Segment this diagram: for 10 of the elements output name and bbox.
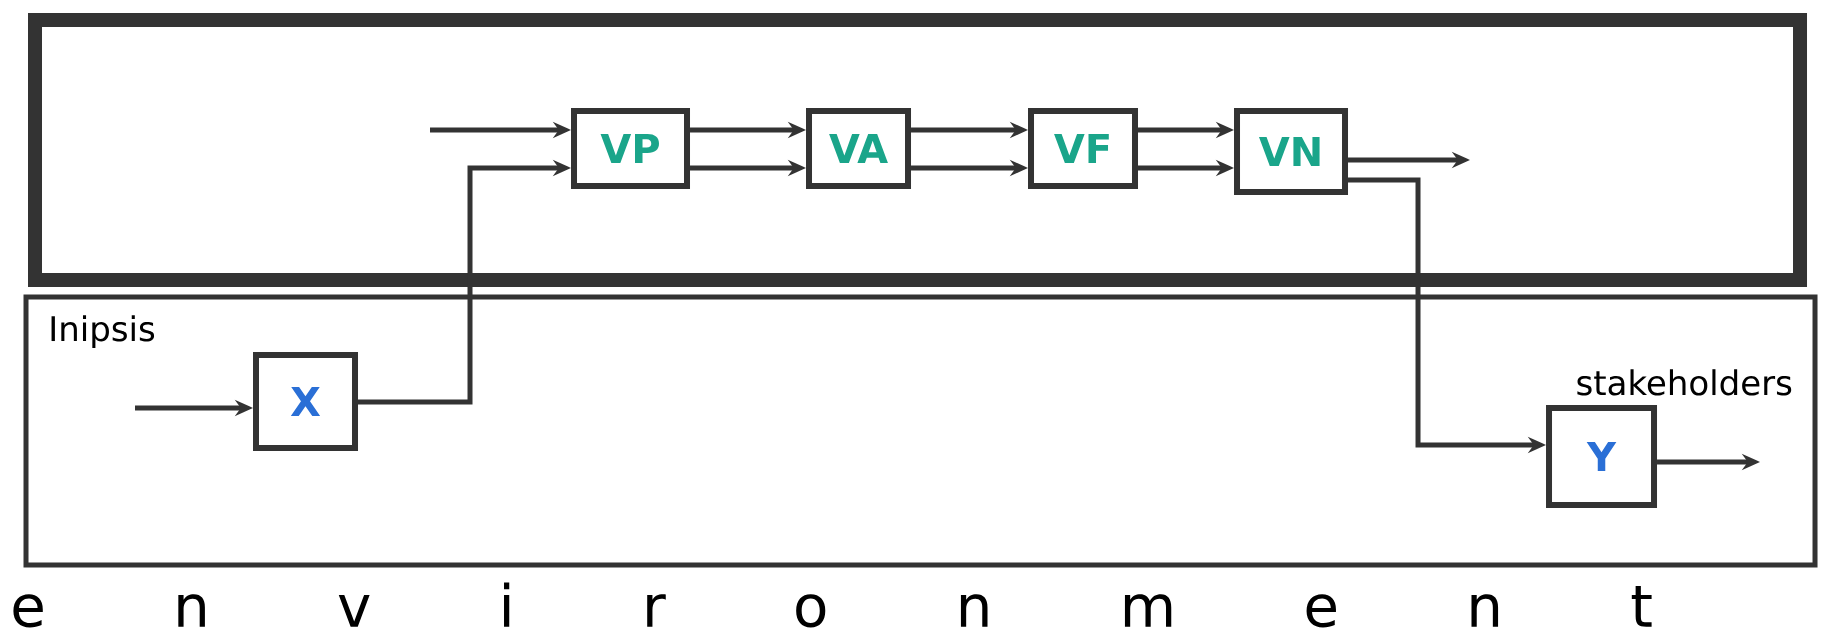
frame-box	[28, 13, 1807, 287]
letter-box: X	[253, 352, 358, 451]
panel-heading: Inipsis	[51, 315, 155, 349]
panel-heading: stakeholders	[1577, 369, 1792, 396]
letter-box: VN	[1234, 108, 1348, 195]
spread-word: e n v i r o n m e n t	[13, 582, 1652, 628]
letter-box: VP	[571, 108, 690, 189]
letter-box: VA	[806, 108, 911, 189]
letter-box: VF	[1028, 108, 1138, 189]
letter-box: Y	[1546, 405, 1657, 508]
